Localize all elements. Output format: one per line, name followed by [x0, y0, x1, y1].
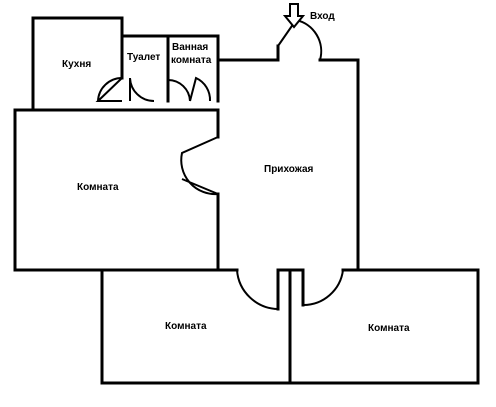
bathroom-door	[189, 76, 212, 102]
room-left-label: Комната	[77, 182, 119, 193]
entrance-door	[277, 18, 323, 61]
hall-right-wall	[318, 58, 360, 272]
down-arrow-icon	[282, 3, 306, 29]
room-bottom-right-door	[302, 269, 344, 307]
entrance-label: Вход	[310, 11, 335, 22]
room-bottom-left-door	[236, 269, 279, 310]
room-bottom-right-walls	[288, 268, 480, 385]
hallway-label: Прихожая	[264, 164, 314, 175]
room-bottom-left-label: Комната	[165, 321, 207, 332]
bathroom-label-line1: Ванная	[172, 42, 208, 53]
kitchen-label: Кухня	[62, 59, 91, 70]
toilet-label: Туалет	[127, 52, 160, 63]
kitchen-door	[95, 76, 123, 102]
room-left-door	[180, 136, 219, 196]
toilet-door	[129, 77, 191, 103]
room-bottom-right-label: Комната	[368, 323, 410, 334]
hall-top-left-wall	[216, 44, 280, 62]
bathroom-label-line2: комната	[171, 55, 212, 66]
hall-partition	[276, 268, 305, 311]
room-bottom-left-walls	[100, 268, 292, 385]
